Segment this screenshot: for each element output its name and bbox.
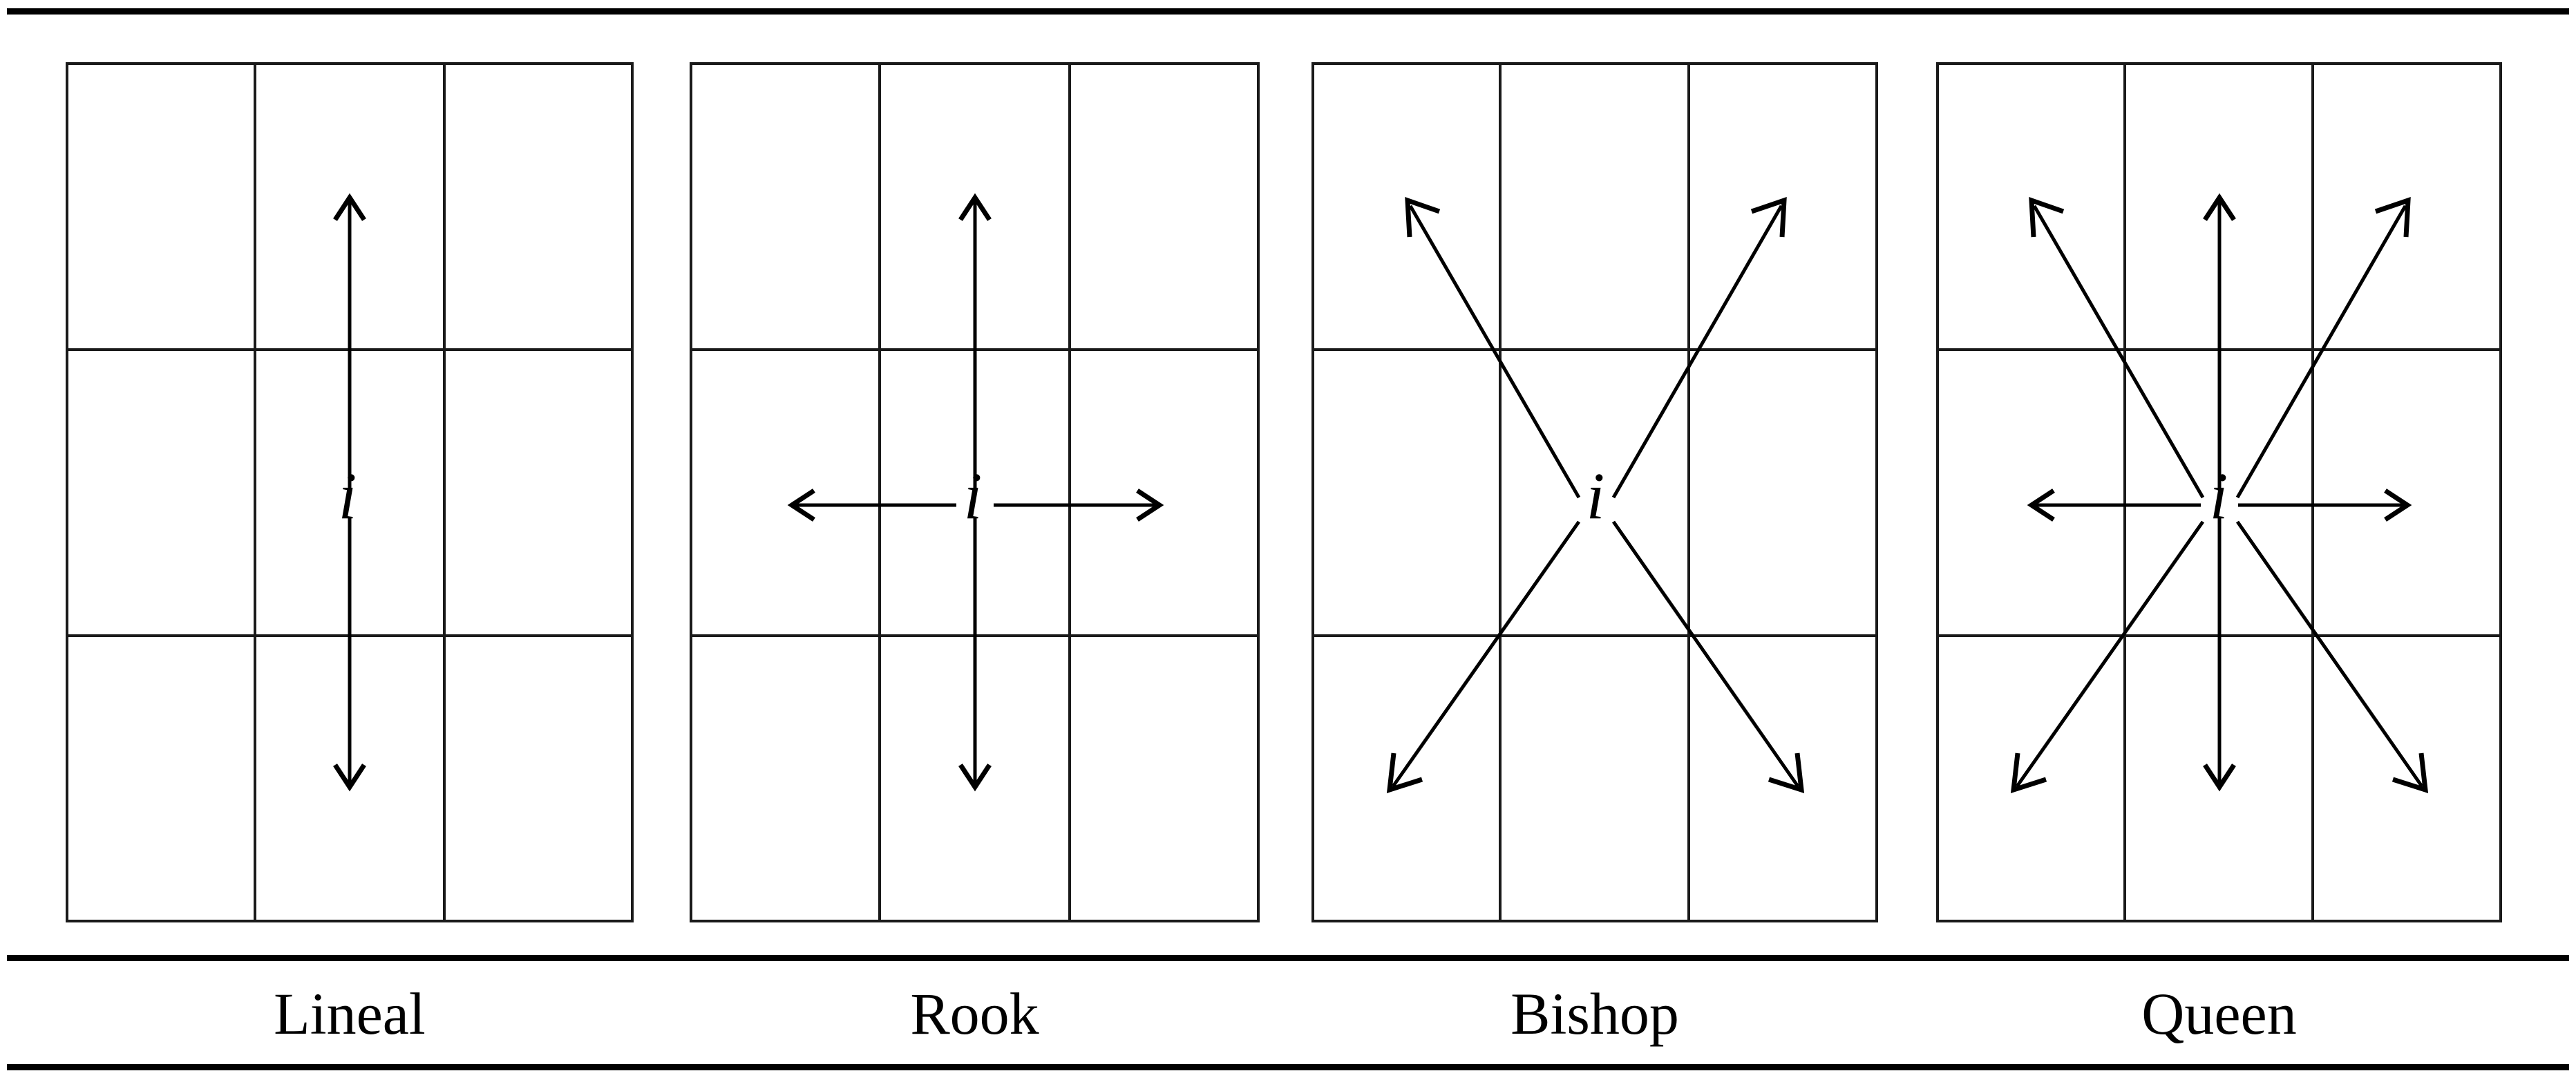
svg-text:i: i [1587, 459, 1605, 533]
move-arrows-queen [2010, 193, 2429, 793]
caption-queen: Queen [2141, 980, 2297, 1047]
bottom-rule [7, 1064, 2569, 1070]
svg-text:i: i [339, 459, 357, 533]
caption-bishop: Bishop [1510, 980, 1679, 1047]
top-rule [7, 8, 2569, 15]
board-queen: i [1936, 62, 2502, 922]
piece-marker-rook: i [964, 459, 983, 533]
piece-marker-bishop: i [1587, 459, 1605, 533]
board-rook: i [690, 62, 1260, 922]
piece-marker-queen: i [2210, 459, 2228, 533]
figures-row: i [0, 62, 2576, 922]
board-bishop: i [1311, 62, 1878, 922]
caption-rook: Rook [910, 980, 1039, 1047]
svg-text:i: i [2210, 459, 2228, 533]
figure-panel-bishop: i [1311, 62, 1878, 922]
board-lineal: i [66, 62, 634, 922]
svg-text:i: i [964, 459, 983, 533]
mid-rule [7, 955, 2569, 961]
captions-row: Lineal Rook Bishop Queen [0, 967, 2576, 1061]
caption-lineal: Lineal [274, 980, 426, 1047]
figure-panel-queen: i [1936, 62, 2502, 922]
move-arrows-bishop [1386, 196, 1805, 793]
figure-panel-lineal: i [66, 62, 634, 922]
move-arrows-lineal [333, 193, 366, 792]
move-arrows-rook [787, 193, 1164, 792]
piece-marker-lineal: i [339, 459, 357, 533]
figure-panel-rook: i [690, 62, 1260, 922]
